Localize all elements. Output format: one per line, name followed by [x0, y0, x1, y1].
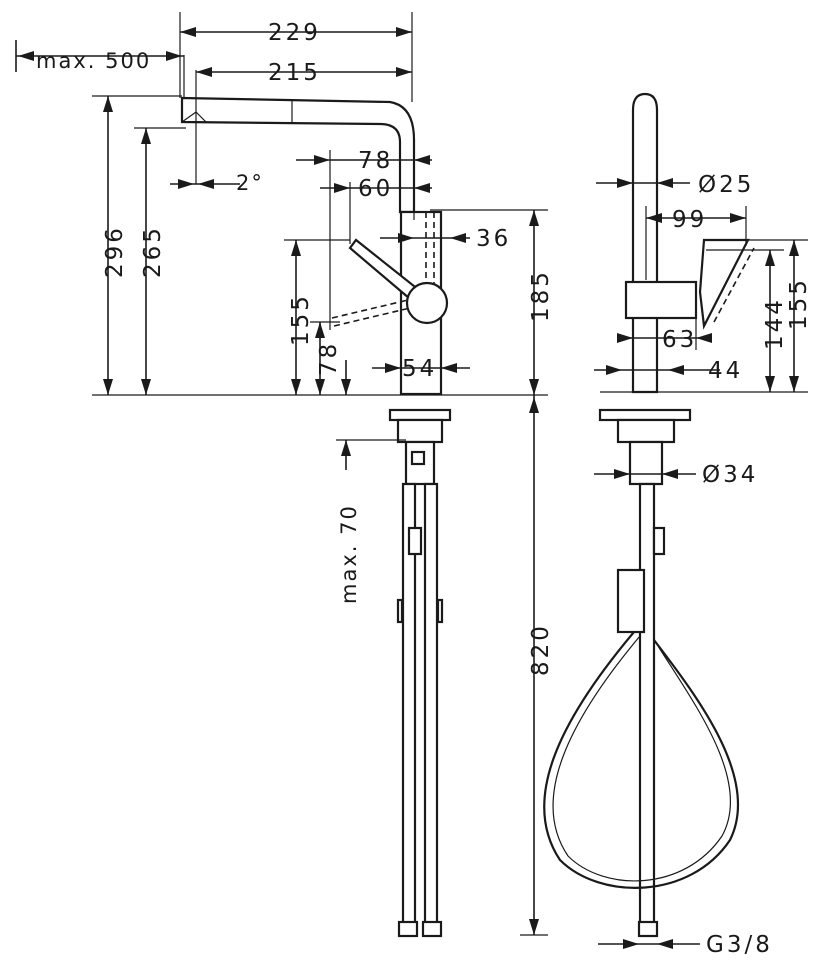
- dim-99-label: 99: [672, 207, 707, 233]
- dim-phi34-label: Ø34: [702, 462, 758, 488]
- mount-nut: [396, 418, 444, 444]
- side-view: [543, 92, 755, 938]
- side-spout: [631, 92, 659, 394]
- dim-max70-label: max. 70: [337, 504, 361, 604]
- dim-155-front-label: 155: [288, 293, 314, 346]
- dim-296-label: 296: [102, 225, 128, 278]
- dim-155-side-label: 155: [786, 277, 812, 330]
- dim-2deg-label: 2°: [236, 171, 264, 195]
- dim-60-label: 60: [358, 176, 393, 202]
- side-lever: [698, 238, 750, 330]
- pull-out-hose: [543, 631, 740, 889]
- dim-144-label: 144: [762, 297, 788, 350]
- base-plate: [388, 408, 452, 422]
- dim-78-lower-label: 78: [316, 341, 342, 376]
- dim-max500-label: max. 500: [36, 49, 151, 73]
- hose-weight: [616, 568, 646, 634]
- dimension-lines: [15, 12, 808, 949]
- dim-63-label: 63: [662, 327, 697, 353]
- side-lever-block: [624, 280, 698, 320]
- supply-hose-right: [423, 482, 439, 926]
- side-mount: [616, 418, 676, 444]
- lever-hub: [405, 281, 449, 325]
- dimension-labels: 229 215 max. 500 2° 78 60 36 296 265 185…: [36, 20, 812, 958]
- dim-44-label: 44: [708, 358, 743, 384]
- dim-265-label: 265: [140, 225, 166, 278]
- dim-36-label: 36: [476, 226, 511, 252]
- lever-alt-position: [331, 299, 411, 327]
- dim-g38-label: G3/8: [706, 932, 773, 958]
- dim-54-label: 54: [402, 356, 437, 382]
- dim-78-top-label: 78: [358, 148, 393, 174]
- front-view: [180, 96, 452, 938]
- dim-229-label: 229: [268, 20, 321, 46]
- dim-phi25-label: Ø25: [698, 172, 754, 198]
- dim-215-label: 215: [268, 60, 321, 86]
- side-base-plate: [598, 408, 692, 422]
- dim-820-label: 820: [528, 623, 554, 676]
- dim-185-label: 185: [528, 269, 554, 322]
